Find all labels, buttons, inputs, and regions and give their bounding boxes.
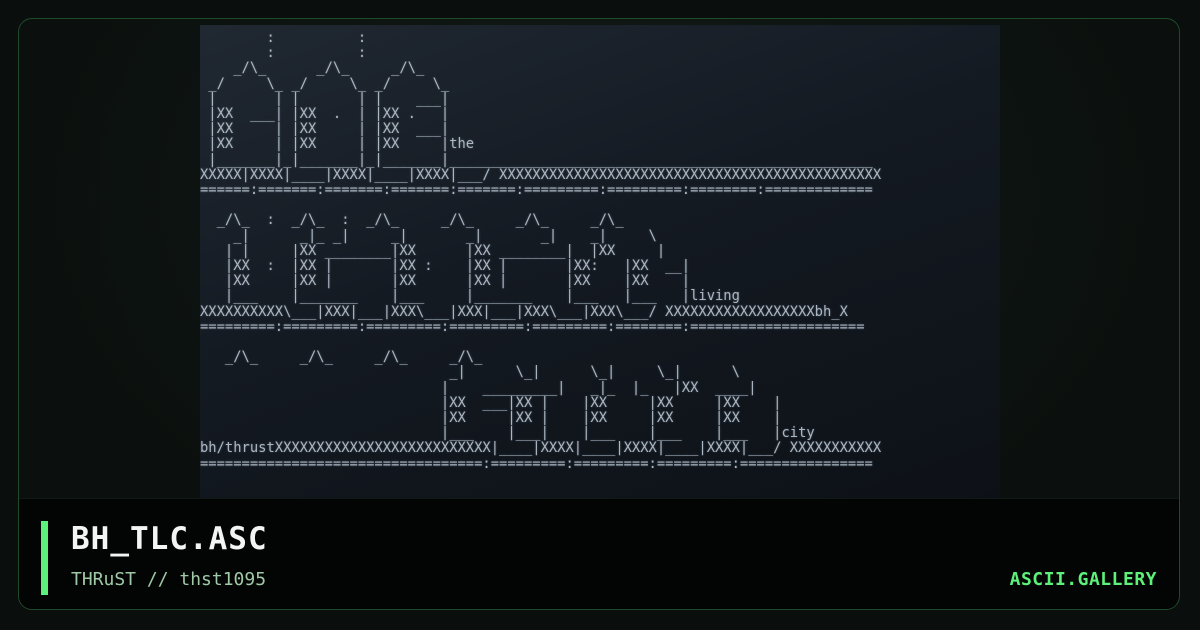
- artwork-byline: THRuST // thst1095: [71, 569, 267, 590]
- site-brand[interactable]: ASCII.GALLERY: [1009, 569, 1157, 590]
- accent-bar: [41, 521, 48, 595]
- card-frame: : : : : _/\_ _/\_ _/\_ _/ \_ _/ \_ _/ \_…: [18, 18, 1180, 610]
- ascii-art: : : : : _/\_ _/\_ _/\_ _/ \_ _/ \_ _/ \_…: [200, 30, 882, 472]
- artwork-title: BH_TLC.ASC: [71, 521, 268, 557]
- artwork-preview[interactable]: : : : : _/\_ _/\_ _/\_ _/ \_ _/ \_ _/ \_…: [200, 25, 1000, 501]
- card-footer: BH_TLC.ASC THRuST // thst1095 ASCII.GALL…: [19, 498, 1179, 609]
